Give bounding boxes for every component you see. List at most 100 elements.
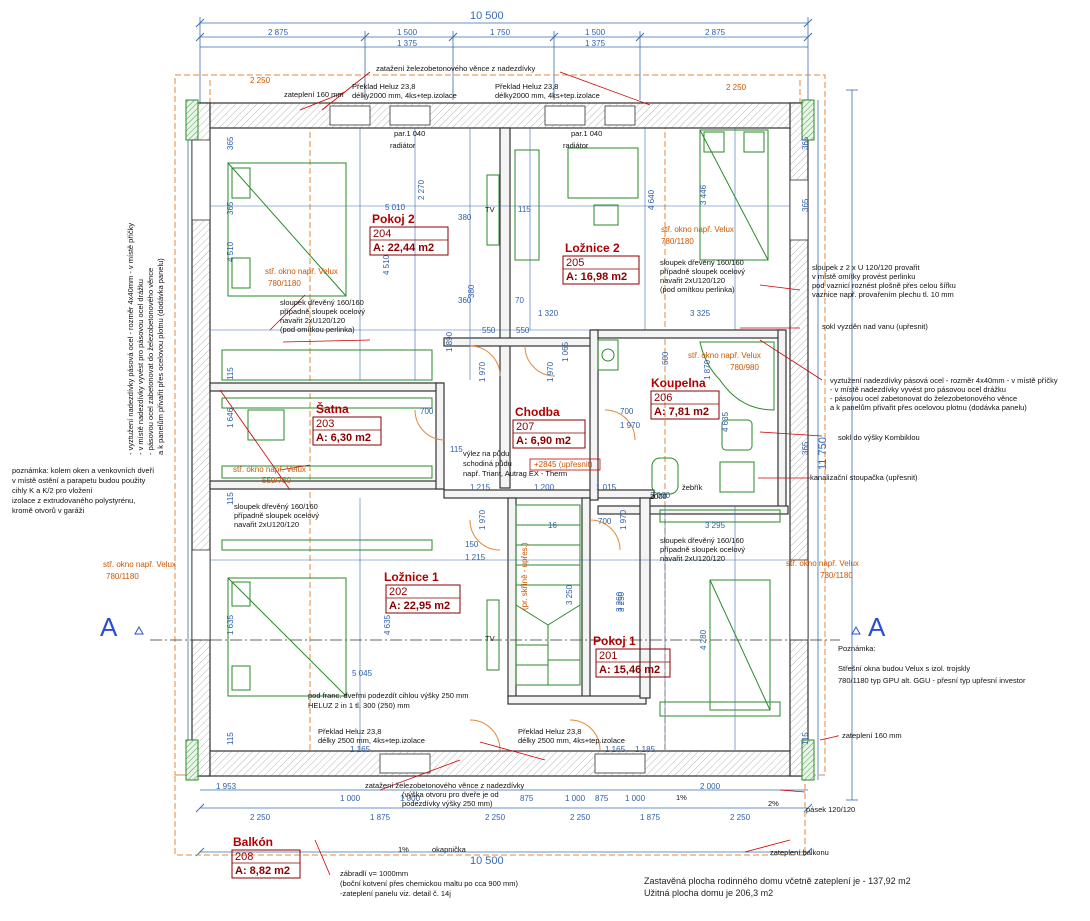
note-velux: stř. okno např. Velux — [688, 351, 761, 360]
dim-inner: 1 065 — [561, 341, 570, 362]
dim-right: 4 280 — [699, 629, 708, 650]
room-labels: Pokoj 2 204 A: 22,44 m2 Ložnice 2 205 A:… — [231, 212, 720, 879]
note-zabradli: -zateplení panelu viz. detail č. 14j — [340, 889, 451, 898]
note-poznamka-right: 780/1180 typ GPU alt. GGU - přesní typ u… — [838, 676, 1026, 685]
note-preklad-bot: Překlad Heluz 23,8 — [518, 727, 581, 736]
dim-bottom: 1 000 — [565, 794, 586, 803]
dim-right: 115 — [801, 732, 810, 745]
dimension-ticks — [195, 18, 813, 857]
note-sloupek: navařit 2xU120/120 — [660, 554, 725, 563]
dim-inner: 3 250 — [565, 584, 574, 605]
furniture — [221, 129, 781, 717]
note-preklad: délky2000 mm, 4ks+tep.izolace — [495, 91, 600, 100]
note-sloupek: navařit 2xU120/120 — [280, 316, 345, 325]
dim-inner: 600 — [661, 351, 670, 365]
dim-top: 2 875 — [705, 28, 726, 37]
dim-left: 1 635 — [226, 614, 235, 635]
dim-inner: 1 200 — [534, 483, 555, 492]
note-sokl-kombi: sokl do výšky Kombiklou — [838, 433, 920, 442]
note-zabradli: (boční kotvení přes chemickou maltu po c… — [340, 879, 518, 888]
room-area: A: 22,95 m2 — [389, 600, 450, 612]
note-sloupek: sloupek dřevěný 160/160 — [280, 298, 364, 307]
dim-inner: 115 — [450, 445, 463, 454]
note-sloupek: sloupek dřevěný 160/160 — [660, 536, 744, 545]
note-radiator: radiátor — [563, 141, 589, 150]
note-pasek: pásek 120/120 — [806, 805, 855, 814]
dim-inner: 1 015 — [596, 483, 617, 492]
section-markers — [134, 625, 861, 635]
note-velux: 780/1180 — [820, 571, 853, 580]
room-id: 202 — [389, 586, 407, 598]
dim-inner: 4 510 — [382, 254, 391, 275]
note-velux: stř. okno např. Velux — [233, 465, 306, 474]
note-sloupek: případně sloupek ocelový — [234, 511, 319, 520]
room-name: Koupelna — [651, 376, 706, 390]
dim-inner: 380 — [467, 284, 476, 298]
note-preklad: Překlad Heluz 23,8 — [495, 82, 558, 91]
room-loznice-2: Ložnice 2 205 A: 16,98 m2 — [562, 241, 640, 285]
note-par: par.1 040 — [394, 129, 425, 138]
dim-left: 4 635 — [383, 614, 392, 635]
dim-left: 1 646 — [226, 407, 235, 428]
note-zatizeni-bot: (výška otvoru pro dveře je od — [402, 790, 499, 799]
note-velux: stř. okno např. Velux — [786, 559, 859, 568]
note-zatepleni-right: zateplení 160 mm — [842, 731, 902, 740]
note-velux: 780/980 — [730, 363, 759, 372]
dim-inner: 4 635 — [721, 411, 730, 432]
room-area: A: 6,90 m2 — [516, 435, 571, 447]
room-balkon: Balkón 208 A: 8,82 m2 — [231, 835, 301, 879]
window-openings — [191, 105, 809, 774]
dim-bottom: 1 875 — [640, 813, 661, 822]
summary-built-area: Zastavěná plocha rodinného domu včetně z… — [644, 876, 911, 886]
note-sloupek: navařit 2xU120/120 — [234, 520, 299, 529]
dim-inner: 1 215 — [465, 553, 486, 562]
note-sloupek-right: pod vaznicí roznést plošně přes celou ší… — [812, 281, 956, 290]
dim-inner: 1 870 — [703, 359, 712, 380]
note-velux: stř. okno např. Velux — [265, 267, 338, 276]
note-preklad-bot: délky 2500 mm, 4ks+tep.izolace — [518, 736, 625, 745]
dim-inner: 3 325 — [690, 309, 711, 318]
dim-bottom: 1 953 — [216, 782, 237, 791]
room-area: A: 22,44 m2 — [373, 242, 434, 254]
room-id: 204 — [373, 228, 391, 240]
dim-bottom-small: 1 165 — [605, 745, 626, 754]
room-name: Šatna — [316, 401, 349, 416]
room-pokoj-2: Pokoj 2 204 A: 22,44 m2 — [369, 212, 449, 256]
dim-top: 1 500 — [397, 28, 418, 37]
note-sloupek-right: sloupek z 2 x U 120/120 provařit — [812, 263, 920, 272]
room-name: Chodba — [515, 405, 560, 419]
note-zatizeni-bot: podezdívky výšky 250 mm) — [402, 799, 493, 808]
note-vyztuzeni-left: - vyztužení nadezdívky pásová ocel - roz… — [126, 223, 135, 455]
dim-inner: 1 970 — [620, 421, 641, 430]
note-radiator: radiátor — [390, 141, 416, 150]
dim-inner: 3 295 — [705, 521, 726, 530]
dimension-lines — [187, 17, 858, 853]
dim-right: 365 — [801, 441, 810, 455]
note-slope: 2% — [768, 799, 779, 808]
dim-inner: 150 — [465, 540, 479, 549]
note-zebrik: žebřík — [682, 483, 703, 492]
dim-inner: 700 — [620, 407, 634, 416]
note-poznamka-right: Poznámka: — [838, 644, 876, 653]
note-poznamka-left: cihly K a K/2 pro vložení — [12, 486, 93, 495]
room-pokoj-1: Pokoj 1 201 A: 15,46 m2 — [593, 634, 671, 678]
room-loznice-1: Ložnice 1 202 A: 22,95 m2 — [384, 570, 461, 614]
room-id: 205 — [566, 257, 584, 269]
summary-usable-area: Užitná plocha domu je 206,3 m2 — [644, 888, 773, 898]
dim-inner: 1 970 — [478, 361, 487, 382]
dim-bottom: 2 250 — [730, 813, 751, 822]
note-sloupek: sloupek dřevěný 160/160 — [234, 502, 318, 511]
dim-inner: 115 — [518, 205, 531, 214]
note-sokl-vana: sokl vyzděn nad vanu (upřesnit) — [822, 322, 928, 331]
dim-left: 365 — [226, 136, 235, 150]
note-poznamka-left: v místě ostění a parapetu budou použity — [12, 476, 146, 485]
note-vyztuzeni: - pásovou ocel zabetonovat do železobeto… — [830, 394, 1017, 403]
note-schody: (pr. skříně - upřes.) — [520, 542, 529, 610]
note-sloupek: (pod omítkou perlinka) — [280, 325, 355, 334]
room-name: Pokoj 1 — [593, 634, 636, 648]
note-zatepleni-balkonu: zateplení balkonu — [770, 848, 829, 857]
dim-top: 1 375 — [585, 39, 606, 48]
dim-bottom-small: 1 185 — [635, 745, 656, 754]
note-okapnicka: okapnička — [432, 845, 467, 854]
